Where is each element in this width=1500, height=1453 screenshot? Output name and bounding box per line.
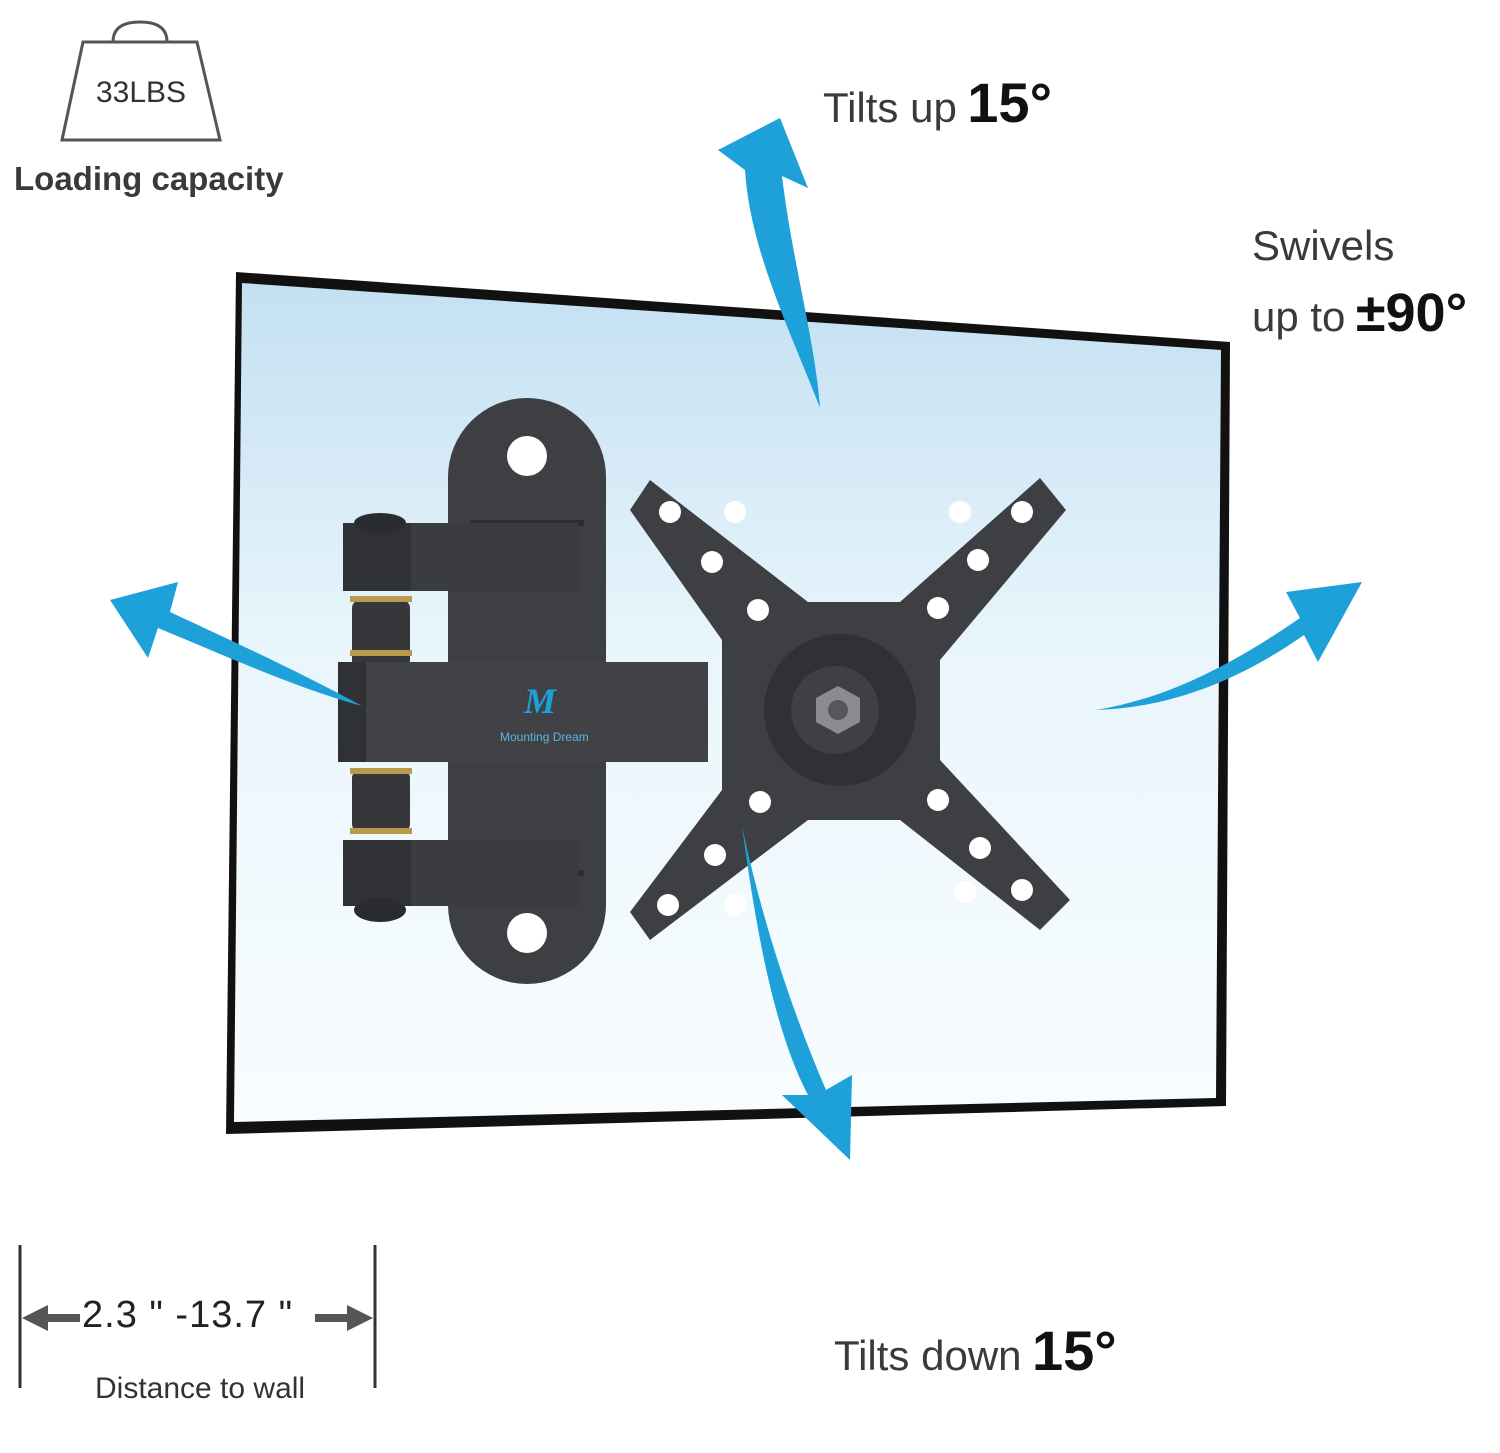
weight-caption: Loading capacity [14,160,284,197]
brand-name: Mounting Dream [500,730,589,744]
tilt-down-label: Tilts down [834,1332,1022,1379]
swivel-label-group: up to ±90° [1252,282,1467,344]
tilt-up-value: 15° [967,71,1052,134]
distance-range: 2.3 " -13.7 " [82,1294,294,1336]
dimension-arrow-icon [18,1245,377,1388]
distance-caption: Distance to wall [95,1372,306,1405]
brand-logo-mark: M [524,681,557,721]
tilt-down-arrow-icon [742,826,852,1160]
weight-badge-text: 33LBS [95,76,187,109]
vesa-plate [630,478,1070,940]
tilt-up-arrow-icon [718,118,820,408]
tilt-up-label: Tilts up [823,84,957,131]
swivel-value: ±90° [1355,283,1468,343]
weight-icon [60,20,222,142]
swivel-label: Swivels [1252,222,1395,269]
swivel-right-arrow-icon [1096,582,1362,710]
swivel-up-to-label: up to [1252,293,1346,340]
mount-arm [338,513,708,922]
tilt-up-label-group: Tilts up 15° [823,70,1052,135]
swivel-left-arrow-icon [110,582,362,706]
tilt-down-value: 15° [1031,1319,1117,1382]
tilt-down-label-group: Tilts down 15° [834,1318,1117,1383]
